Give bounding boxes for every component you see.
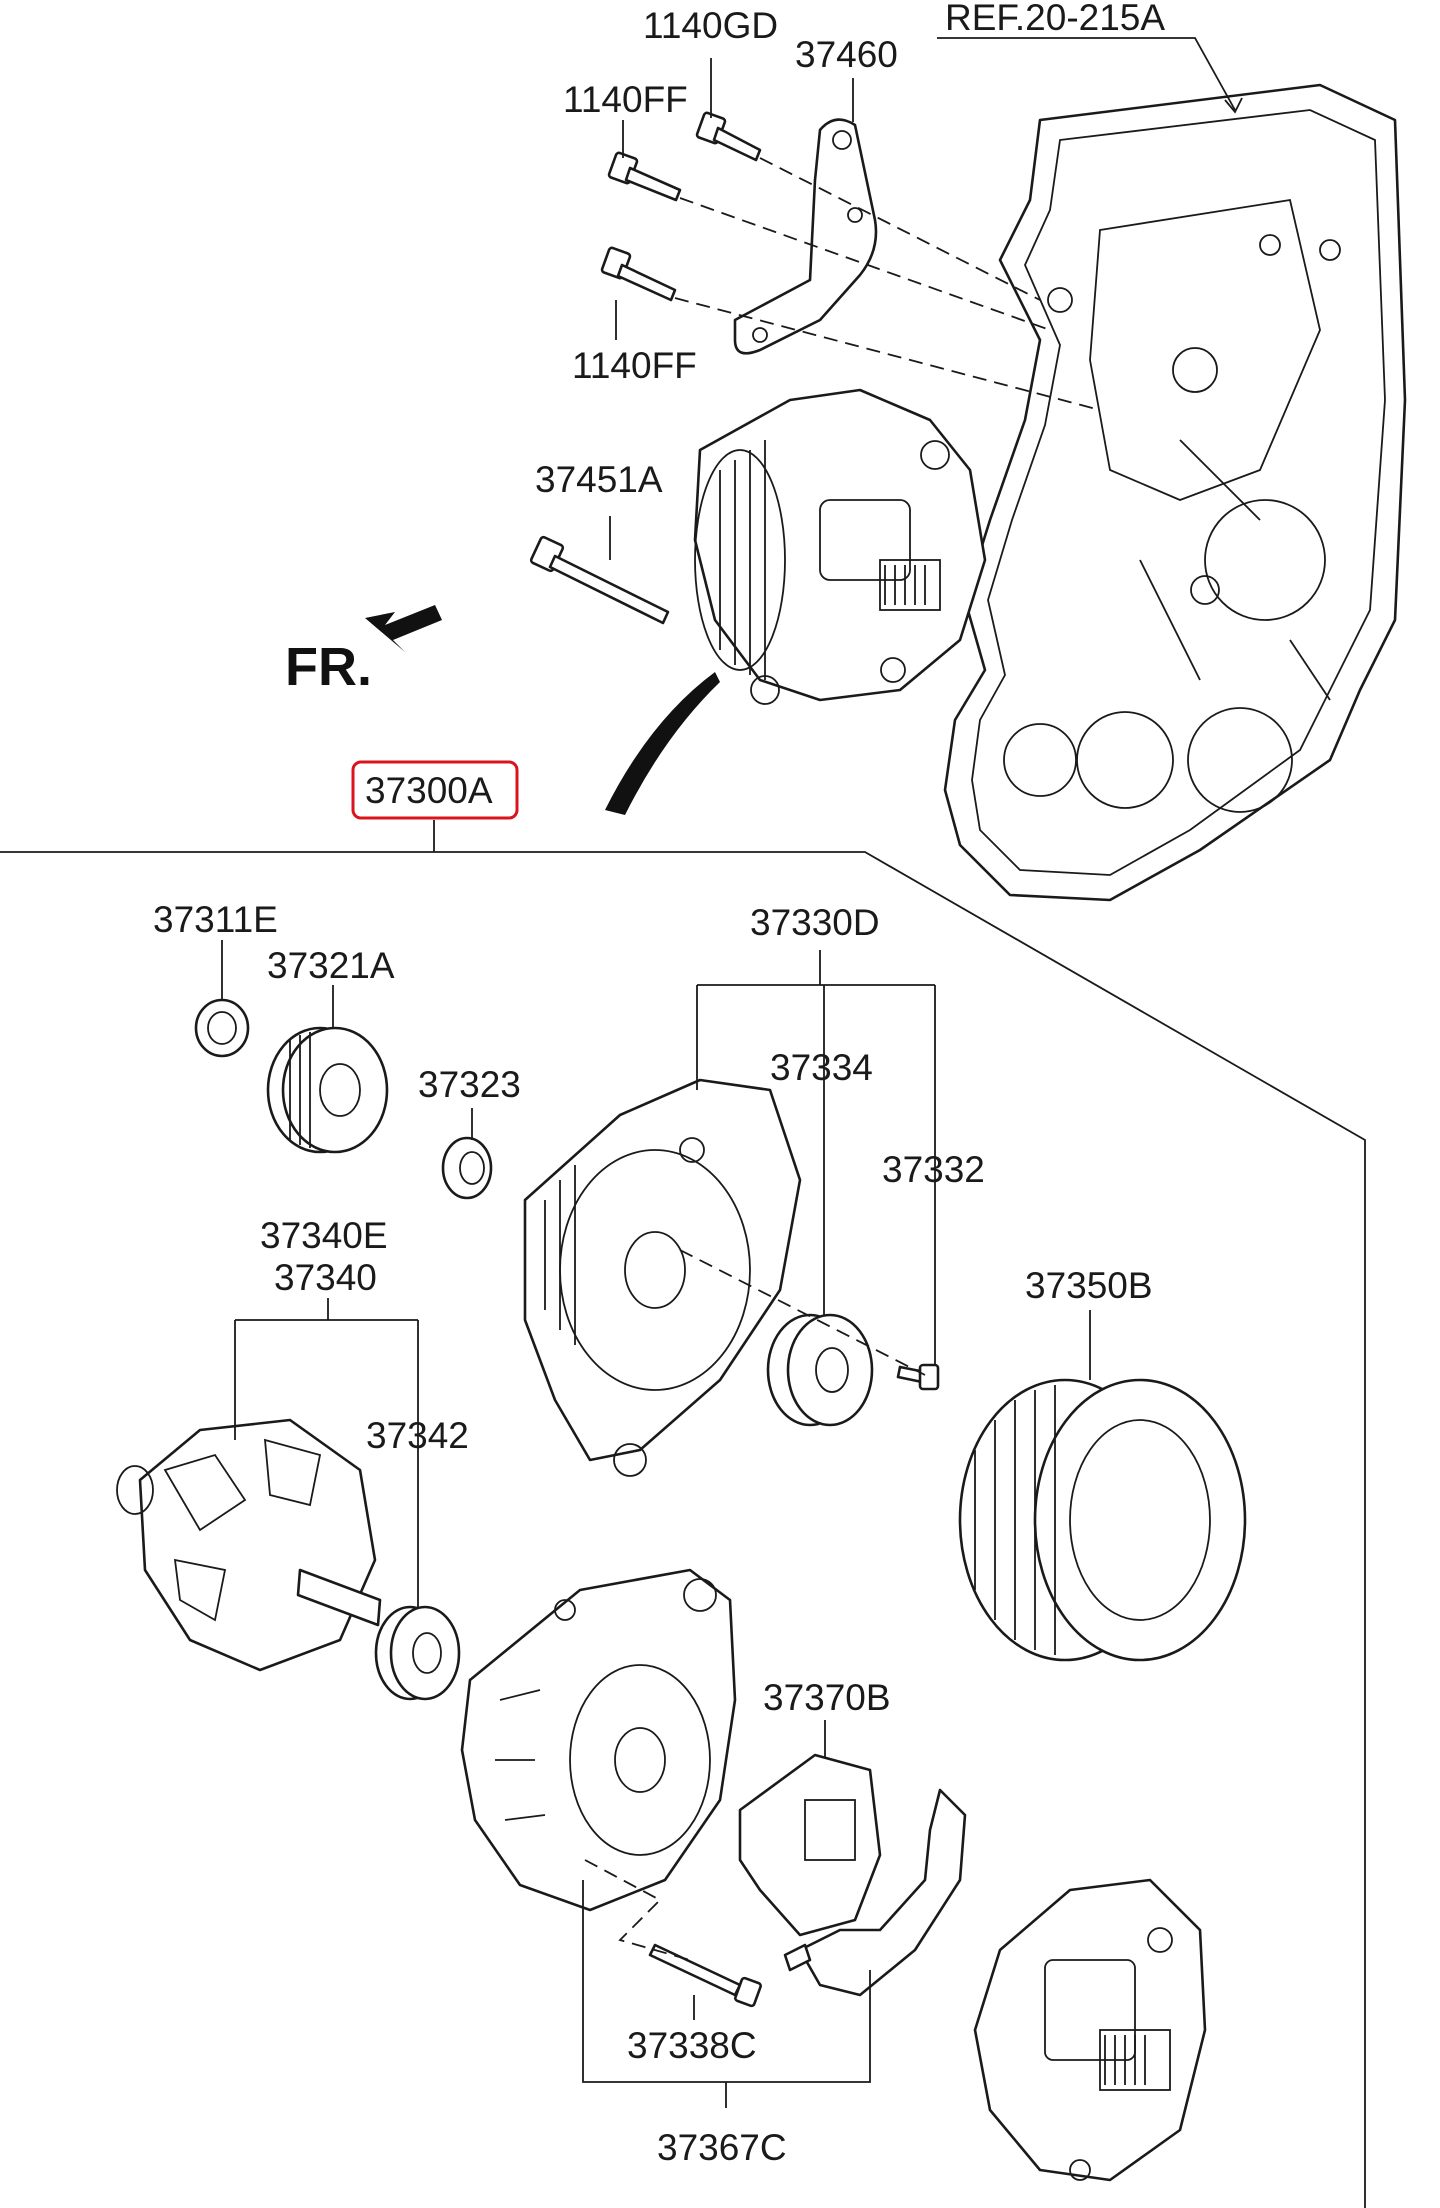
front-direction-label: FR. [285,637,372,697]
part-label-37370b[interactable]: 37370B [763,1677,891,1718]
timing-cover-outline [943,83,1407,902]
screw-37332 [896,1363,940,1391]
assembly-boundary [0,820,1366,2208]
mounted-alternator [693,388,987,705]
part-label-37340[interactable]: 37340 [274,1257,377,1298]
part-label-1140gd[interactable]: 1140GD [643,5,778,46]
bolt-37451a [529,535,670,625]
bearing-37342 [374,1605,461,1701]
bearing-37334 [766,1313,874,1427]
rear-bracket-37367c [460,1568,737,1912]
part-label-37350b[interactable]: 37350B [1025,1265,1153,1306]
rectifier-plate [783,1788,967,1997]
bolt-1140ff-top [607,151,682,202]
spacer-37323 [441,1136,493,1200]
regulator-37370b [738,1753,882,1937]
leader-lines [221,37,1243,2108]
part-label-1140ff-top[interactable]: 1140FF [563,79,688,120]
pulley-37321a [266,1026,389,1154]
bolt-1140ff-bottom [600,246,677,302]
part-label-37342[interactable]: 37342 [366,1415,469,1456]
bolt-1140gd [695,111,762,162]
nut-37311e [194,998,250,1058]
dashed-line-front-bracket [679,1249,926,1376]
part-label-37311e[interactable]: 37311E [153,899,278,940]
part-label-37330d[interactable]: 37330D [750,902,880,943]
rotor-37340 [116,1418,382,1672]
part-label-37300a[interactable]: 37300A [365,770,493,811]
part-label-37338c[interactable]: 37338C [627,2025,757,2066]
front-direction-arrow [365,605,442,652]
ref-label-20-215a[interactable]: REF.20-215A [945,0,1165,38]
bolt-37338c [648,1943,762,2008]
assembly-arrow [605,672,720,815]
stator-37350b [958,1378,1247,1662]
part-label-37367c[interactable]: 37367C [657,2127,787,2168]
part-label-37460[interactable]: 37460 [795,34,898,75]
part-label-37340e[interactable]: 37340E [260,1215,388,1256]
dashed-lines-top [674,157,1101,411]
part-label-1140ff-bottom[interactable]: 1140FF [572,345,697,386]
dashed-line-rear-bracket [584,1859,691,1961]
part-label-37323[interactable]: 37323 [418,1064,521,1105]
part-label-37451a[interactable]: 37451A [535,459,663,500]
part-label-37321a[interactable]: 37321A [267,945,395,986]
part-label-37334[interactable]: 37334 [770,1047,873,1088]
part-label-37332[interactable]: 37332 [882,1149,985,1190]
assembly-highlight-box [351,760,519,820]
front-bracket-37330d [523,1078,802,1477]
rear-cover [973,1878,1207,2182]
